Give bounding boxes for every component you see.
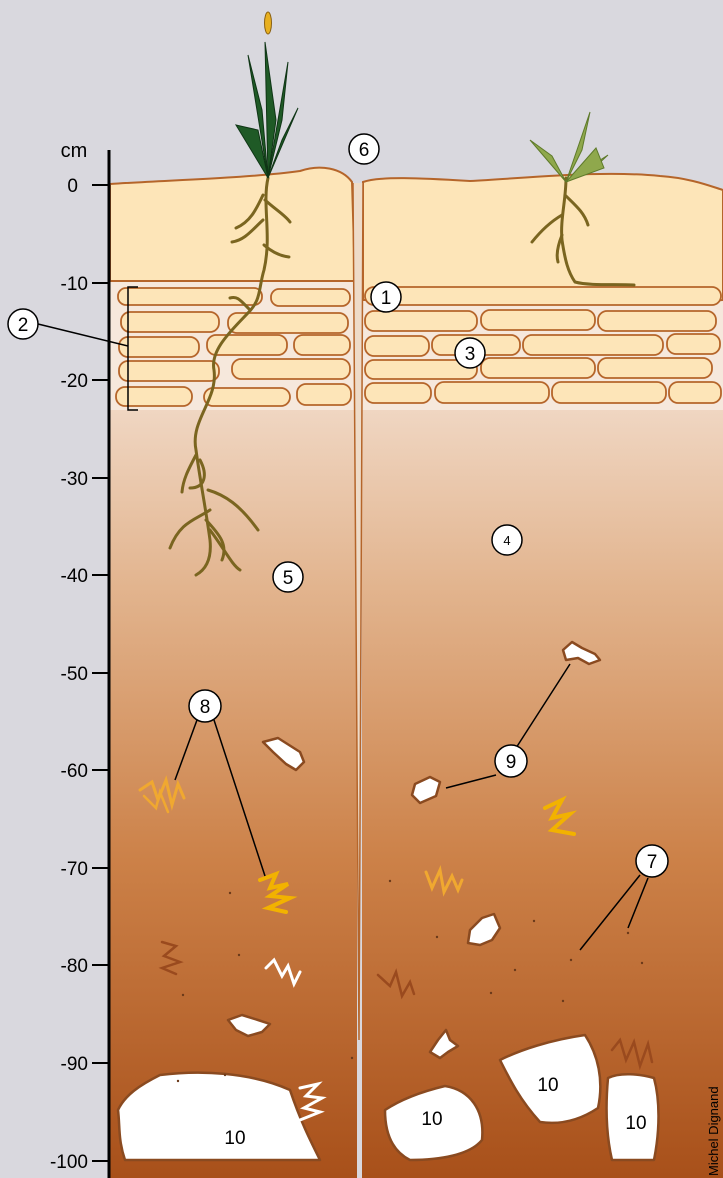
- svg-text:5: 5: [283, 568, 294, 589]
- axis-tick-label: -40: [61, 566, 88, 587]
- stone-label: 10: [421, 1109, 442, 1130]
- stone-label: 10: [625, 1113, 646, 1134]
- svg-text:4: 4: [503, 533, 510, 548]
- callout-3: 3: [455, 338, 485, 368]
- author-credit: Michel Dignand: [706, 1086, 721, 1176]
- svg-text:7: 7: [647, 852, 658, 873]
- depth-axis: cm 0 -10 -20 -30 -40 -50 -60 -70 -80 -90…: [50, 140, 109, 1178]
- axis-tick-label: -10: [61, 274, 88, 295]
- axis-tick-label: -30: [61, 469, 88, 490]
- axis-tick-label: -80: [61, 956, 88, 977]
- svg-text:6: 6: [359, 140, 370, 161]
- callout-6: 6: [349, 134, 379, 164]
- topsoil-left: [110, 168, 355, 281]
- callout-7: 7: [636, 845, 668, 877]
- axis-tick-label: 0: [67, 176, 78, 197]
- stone-label: 10: [224, 1128, 245, 1149]
- callout-5: 5: [273, 562, 303, 592]
- stone-label: 10: [537, 1075, 558, 1096]
- wheat-plant: [236, 12, 298, 178]
- callout-4: 4: [492, 525, 522, 555]
- axis-tick-label: -90: [61, 1054, 88, 1075]
- axis-unit: cm: [61, 140, 88, 162]
- platy-aggregates-left: [116, 288, 351, 406]
- axis-tick-label: -60: [61, 761, 88, 782]
- axis-tick-label: -70: [61, 859, 88, 880]
- topsoil-right: [363, 174, 723, 302]
- axis-tick-label: -50: [61, 664, 88, 685]
- axis-tick-label: -100: [50, 1152, 88, 1173]
- axis-tick-label: -20: [61, 371, 88, 392]
- svg-text:9: 9: [506, 752, 517, 773]
- svg-text:3: 3: [465, 344, 476, 365]
- svg-text:2: 2: [18, 315, 29, 336]
- svg-text:1: 1: [381, 288, 392, 309]
- svg-text:8: 8: [200, 697, 211, 718]
- grass-plant: [530, 112, 608, 182]
- callout-1: 1: [371, 282, 401, 312]
- callout-8: 8: [189, 690, 221, 722]
- callout-9: 9: [495, 745, 527, 777]
- callout-2: 2: [8, 309, 38, 339]
